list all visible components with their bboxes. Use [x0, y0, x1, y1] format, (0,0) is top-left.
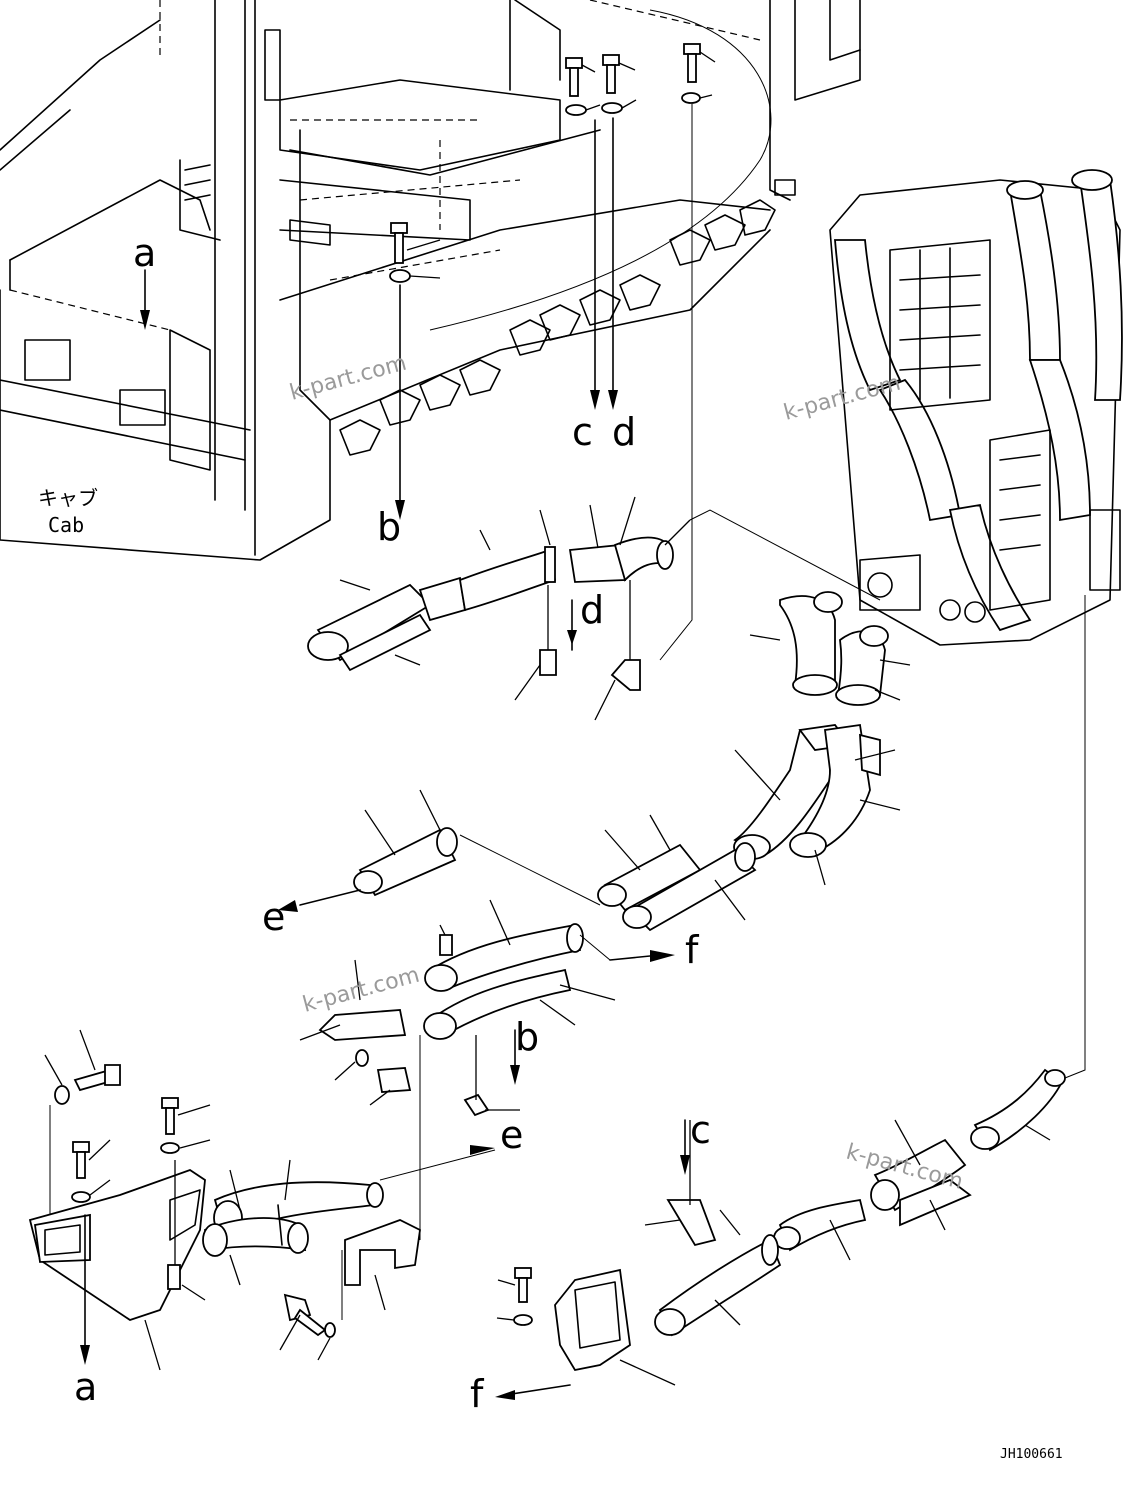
washer-icon — [54, 1085, 70, 1105]
callout-f-mid: f — [685, 928, 700, 972]
drawing-number: JH100661 — [1000, 1447, 1063, 1462]
callout-e-mid: e — [500, 1113, 523, 1157]
callout-e-left: e — [262, 895, 285, 939]
bolt-icon — [161, 1097, 179, 1135]
upper-duct-run — [307, 496, 881, 721]
washer-icon — [513, 1314, 533, 1326]
callout-a-bottom: a — [74, 1365, 97, 1409]
bolt-icon — [602, 54, 620, 94]
washer-icon — [565, 104, 587, 116]
arrow-guides-top — [140, 104, 693, 661]
callout-c-top: c — [572, 410, 593, 454]
cab-label: キャブ Cab — [38, 486, 98, 537]
engine-assembly — [829, 169, 1123, 1081]
lower-right-assembly — [495, 1068, 1066, 1400]
bolt-icon — [72, 1141, 90, 1179]
callout-f-bottom: f — [470, 1372, 485, 1416]
callout-d-mid: d — [580, 588, 604, 632]
callout-b-top: b — [377, 505, 401, 549]
washer-icon — [601, 102, 623, 114]
callout-a-top: a — [133, 231, 156, 275]
top-mounting-bolts — [389, 43, 716, 283]
washer-icon — [389, 269, 411, 283]
washer-icon — [324, 1322, 336, 1338]
watermark: k-part.com — [300, 963, 422, 1018]
washer-icon — [160, 1142, 180, 1154]
callout-b-mid: b — [515, 1015, 539, 1059]
bolt-icon — [514, 1267, 532, 1303]
lower-left-assembly — [28, 1029, 496, 1371]
washer-icon — [681, 92, 701, 104]
cab-label-english: Cab — [48, 513, 84, 537]
washer-icon — [71, 1191, 91, 1203]
cab-frame-structure — [0, 0, 861, 561]
middle-duct-run — [278, 789, 757, 1240]
cab-label-japanese: キャブ — [38, 486, 98, 510]
callout-letters: a b c d d e f b e c a f — [74, 231, 711, 1416]
bolt-icon — [565, 57, 583, 97]
bolt-icon — [683, 43, 701, 83]
callout-d-top: d — [612, 410, 636, 454]
callout-c-low: c — [690, 1108, 711, 1152]
right-elbow-ducts — [733, 591, 911, 886]
washer-icon — [355, 1049, 369, 1067]
bolt-icon — [390, 222, 408, 264]
watermark: k-part.com — [287, 351, 409, 406]
